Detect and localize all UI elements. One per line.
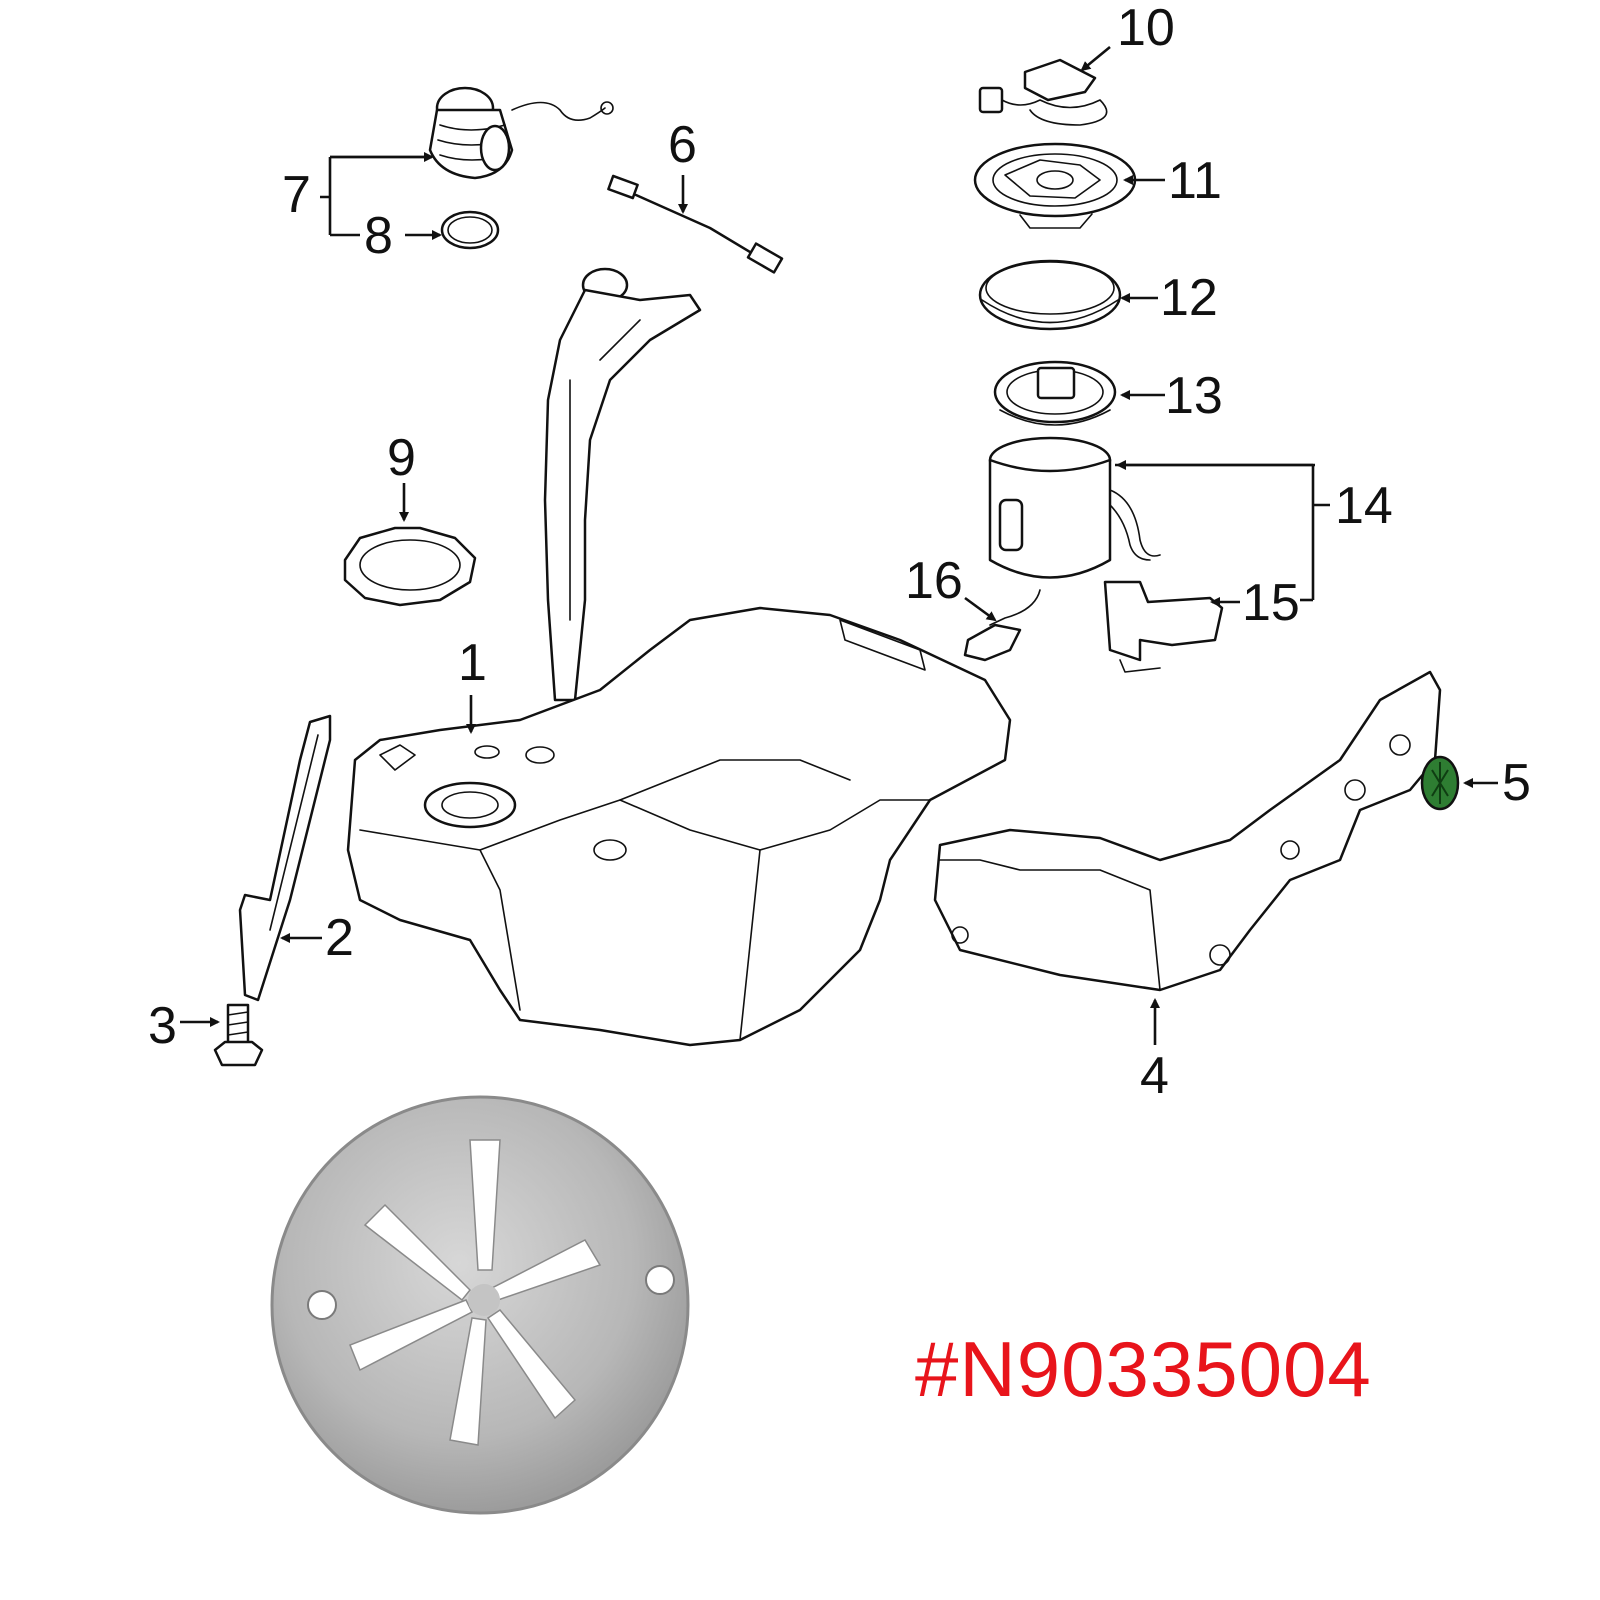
bolt <box>213 1003 264 1067</box>
callout-12: 12 <box>1160 269 1218 327</box>
callout-6: 6 <box>668 116 697 174</box>
tank-strap <box>238 714 332 1002</box>
filler-neck <box>543 267 702 702</box>
callout-1: 1 <box>458 634 487 692</box>
callout-8: 8 <box>364 207 393 265</box>
pump-flange <box>973 142 1137 229</box>
callout-11: 11 <box>1168 152 1222 210</box>
callout-4: 4 <box>1140 1047 1169 1105</box>
fuel-tank <box>346 606 1012 1047</box>
connector <box>978 58 1108 126</box>
pump-top <box>993 360 1117 426</box>
level-sender <box>1103 580 1224 673</box>
cap-seal-ring <box>440 210 500 250</box>
fuel-cap <box>428 86 614 180</box>
harness-plug <box>963 623 1022 662</box>
callout-14: 14 <box>1335 477 1393 535</box>
speed-nut-icon <box>1420 755 1460 811</box>
callout-16: 16 <box>905 552 963 610</box>
callout-7: 7 <box>282 166 311 224</box>
part-number-label: #N90335004 <box>915 1325 1372 1413</box>
callout-9: 9 <box>387 429 416 487</box>
lock-ring <box>343 526 477 607</box>
speed-nut-plate-icon <box>270 1095 690 1515</box>
cable-6 <box>607 174 784 274</box>
callout-2: 2 <box>325 909 354 967</box>
leader-lines <box>180 45 1498 1045</box>
callout-5: 5 <box>1502 754 1531 812</box>
callout-3: 3 <box>148 997 177 1055</box>
fuel-pump-module <box>988 436 1161 626</box>
callout-13: 13 <box>1165 367 1223 425</box>
callout-10: 10 <box>1117 0 1175 57</box>
callout-15: 15 <box>1242 574 1300 632</box>
